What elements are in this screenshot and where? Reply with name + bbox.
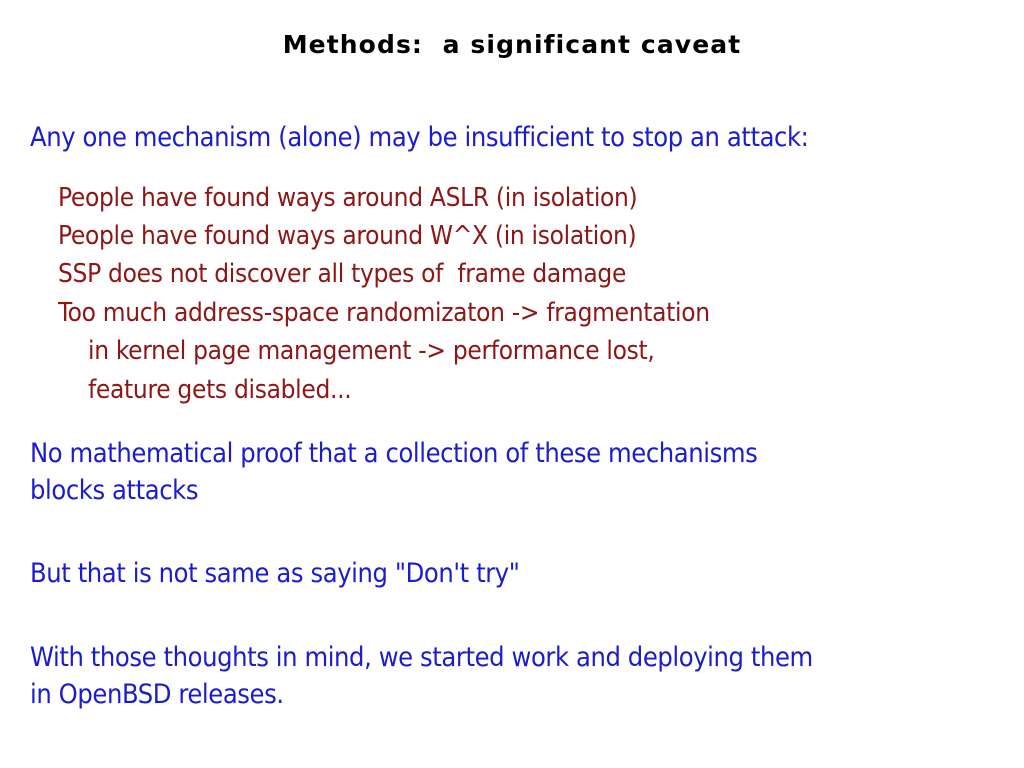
paragraph-line: blocks attacks <box>30 475 199 506</box>
bullet-subitem: feature gets disabled... <box>88 375 352 405</box>
paragraph-line: But that is not same as saying "Don't tr… <box>30 558 520 589</box>
paragraph-line: No mathematical proof that a collection … <box>30 438 758 469</box>
bullet-subitem: in kernel page management -> performance… <box>88 336 655 366</box>
page-title: Methods: a significant caveat <box>282 30 742 59</box>
paragraph-line: in OpenBSD releases. <box>30 679 284 710</box>
bullet-item: People have found ways around W^X (in is… <box>58 221 637 251</box>
bullet-item: People have found ways around ASLR (in i… <box>58 183 638 213</box>
paragraph-line: With those thoughts in mind, we started … <box>30 642 813 673</box>
bullet-item: SSP does not discover all types of frame… <box>58 259 627 289</box>
intro-statement: Any one mechanism (alone) may be insuffi… <box>30 122 809 153</box>
bullet-item: Too much address-space randomizaton -> f… <box>58 298 710 328</box>
